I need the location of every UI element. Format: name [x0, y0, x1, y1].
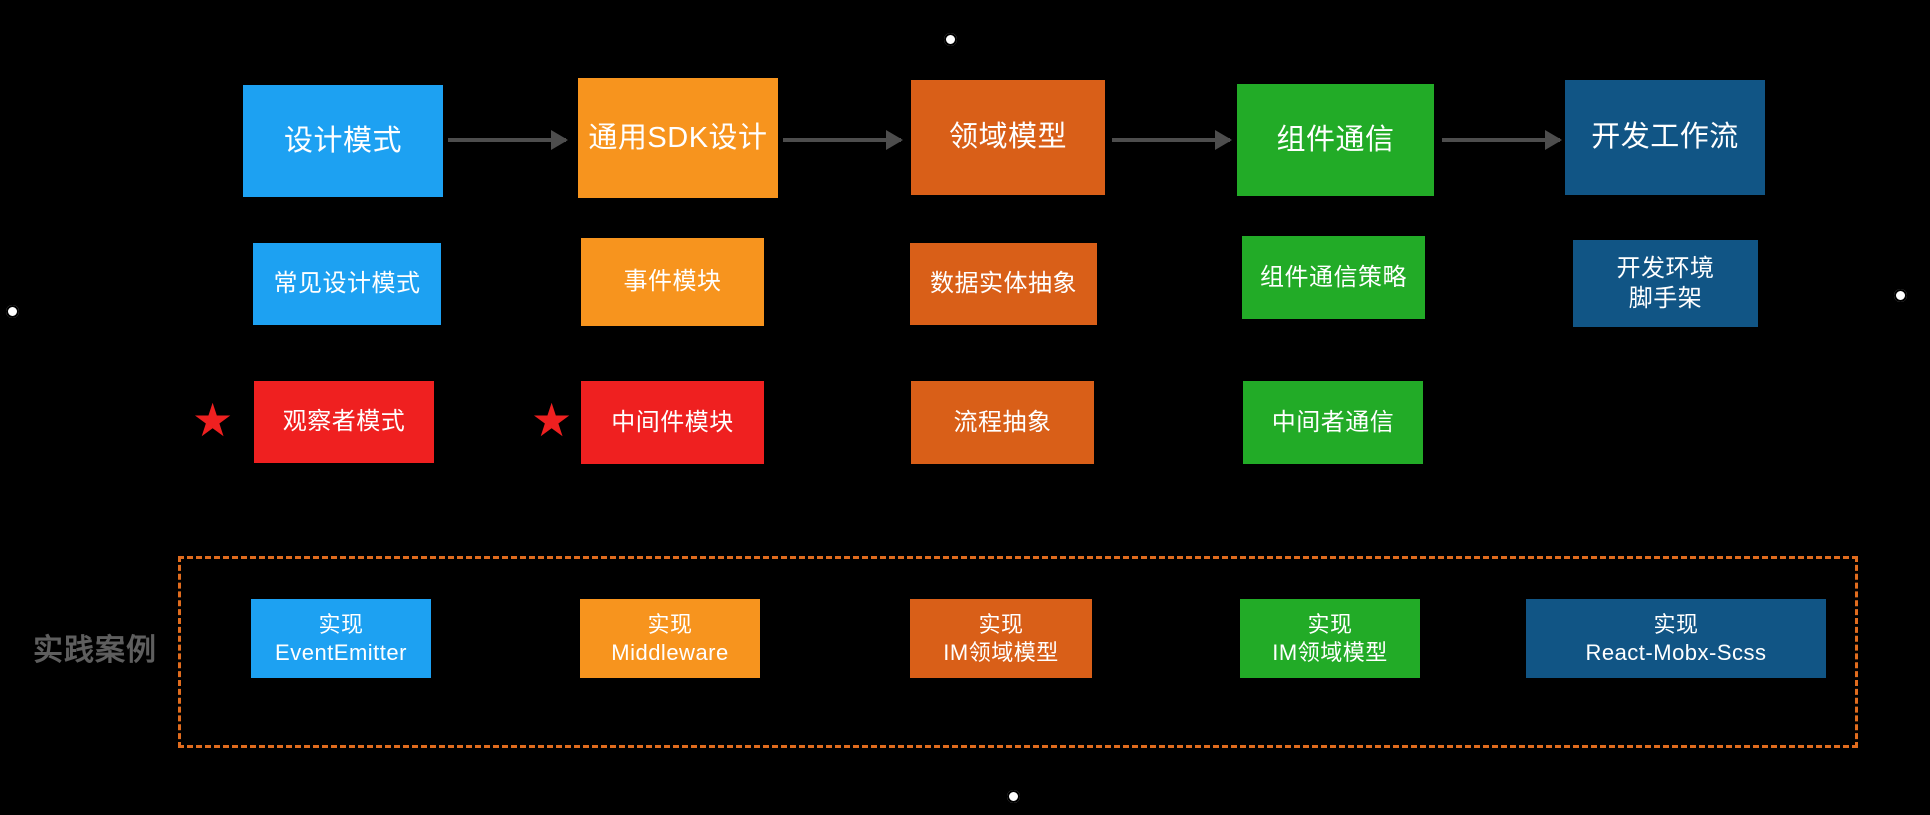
star-icon-observer-pattern: ★: [192, 394, 234, 446]
star-icon-middleware-module: ★: [531, 394, 573, 446]
node-event-module[interactable]: 事件模块: [581, 238, 764, 326]
node-mediator-communication[interactable]: 中间者通信: [1243, 381, 1423, 464]
node-dev-workflow[interactable]: 开发工作流: [1565, 80, 1765, 195]
selection-handle-bottom-center[interactable]: [1007, 790, 1020, 803]
node-common-design-patterns[interactable]: 常见设计模式: [253, 243, 441, 325]
selection-handle-right-center[interactable]: [1894, 289, 1907, 302]
selection-handle-left-center[interactable]: [6, 305, 19, 318]
connector-arrow-4: [1442, 138, 1560, 142]
node-design-patterns[interactable]: 设计模式: [243, 85, 443, 197]
connector-arrow-1: [448, 138, 566, 142]
node-general-sdk[interactable]: 通用SDK设计: [578, 78, 778, 198]
connector-arrow-3: [1112, 138, 1230, 142]
node-dev-env-scaffold[interactable]: 开发环境 脚手架: [1573, 240, 1758, 327]
section-label-practice-cases: 实践案例: [33, 634, 157, 667]
node-component-comm-strategy[interactable]: 组件通信策略: [1242, 236, 1425, 319]
node-data-entity-abstraction[interactable]: 数据实体抽象: [910, 243, 1097, 325]
node-process-abstraction[interactable]: 流程抽象: [911, 381, 1094, 464]
node-middleware-module[interactable]: 中间件模块: [581, 381, 764, 464]
node-observer-pattern[interactable]: 观察者模式: [254, 381, 434, 463]
practice-cases-container: [178, 556, 1858, 748]
node-domain-model[interactable]: 领域模型: [911, 80, 1105, 195]
node-component-communication[interactable]: 组件通信: [1237, 84, 1434, 196]
selection-handle-top-center[interactable]: [944, 33, 957, 46]
connector-arrow-2: [783, 138, 901, 142]
